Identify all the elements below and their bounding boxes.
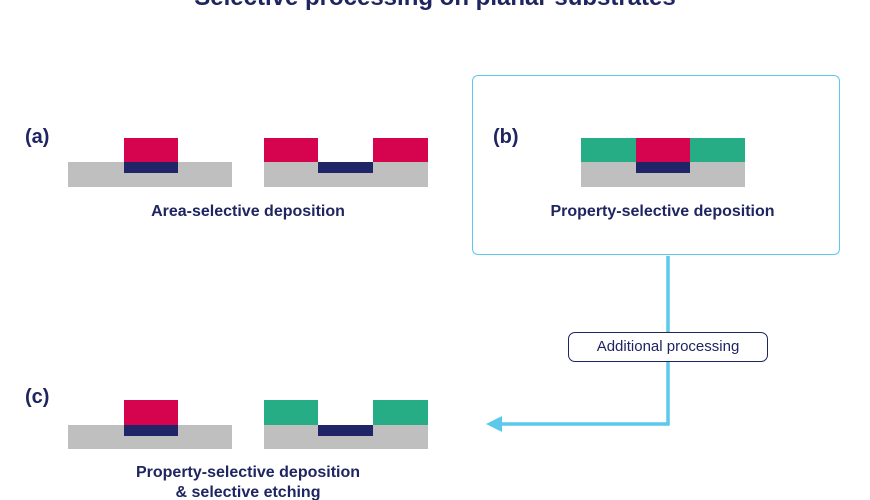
panel-c-caption-line1: Property-selective deposition: [135, 464, 361, 481]
navy-pattern: [636, 162, 690, 173]
teal-deposit-right: [373, 400, 428, 425]
magenta-deposit: [124, 400, 178, 425]
panel-b-box: [472, 75, 840, 255]
navy-pattern: [124, 162, 178, 173]
navy-pattern: [318, 425, 373, 436]
panel-b-label: (b): [493, 126, 519, 148]
magenta-deposit-right: [373, 138, 428, 162]
navy-pattern: [124, 425, 178, 436]
magenta-deposit: [124, 138, 178, 162]
panel-b-caption: Property-selective deposition: [550, 203, 775, 220]
diagram-title: Selective processing on planar substrate…: [0, 0, 870, 12]
teal-deposit-left: [581, 138, 636, 162]
arrow-head-icon: [486, 416, 502, 432]
panel-c-caption-line2: & selective etching: [175, 484, 321, 500]
magenta-deposit: [636, 138, 690, 162]
connector-line: [500, 256, 670, 426]
teal-deposit-right: [690, 138, 745, 162]
panel-c-caption: Property-selective deposition & selectiv…: [68, 463, 428, 500]
additional-processing-label: Additional processing: [568, 332, 768, 362]
panel-a-label: (a): [25, 126, 50, 148]
panel-a-caption: Area-selective deposition: [151, 203, 345, 220]
teal-deposit-left: [264, 400, 318, 425]
magenta-deposit-left: [264, 138, 318, 162]
navy-pattern: [318, 162, 373, 173]
panel-c-label: (c): [25, 386, 50, 408]
